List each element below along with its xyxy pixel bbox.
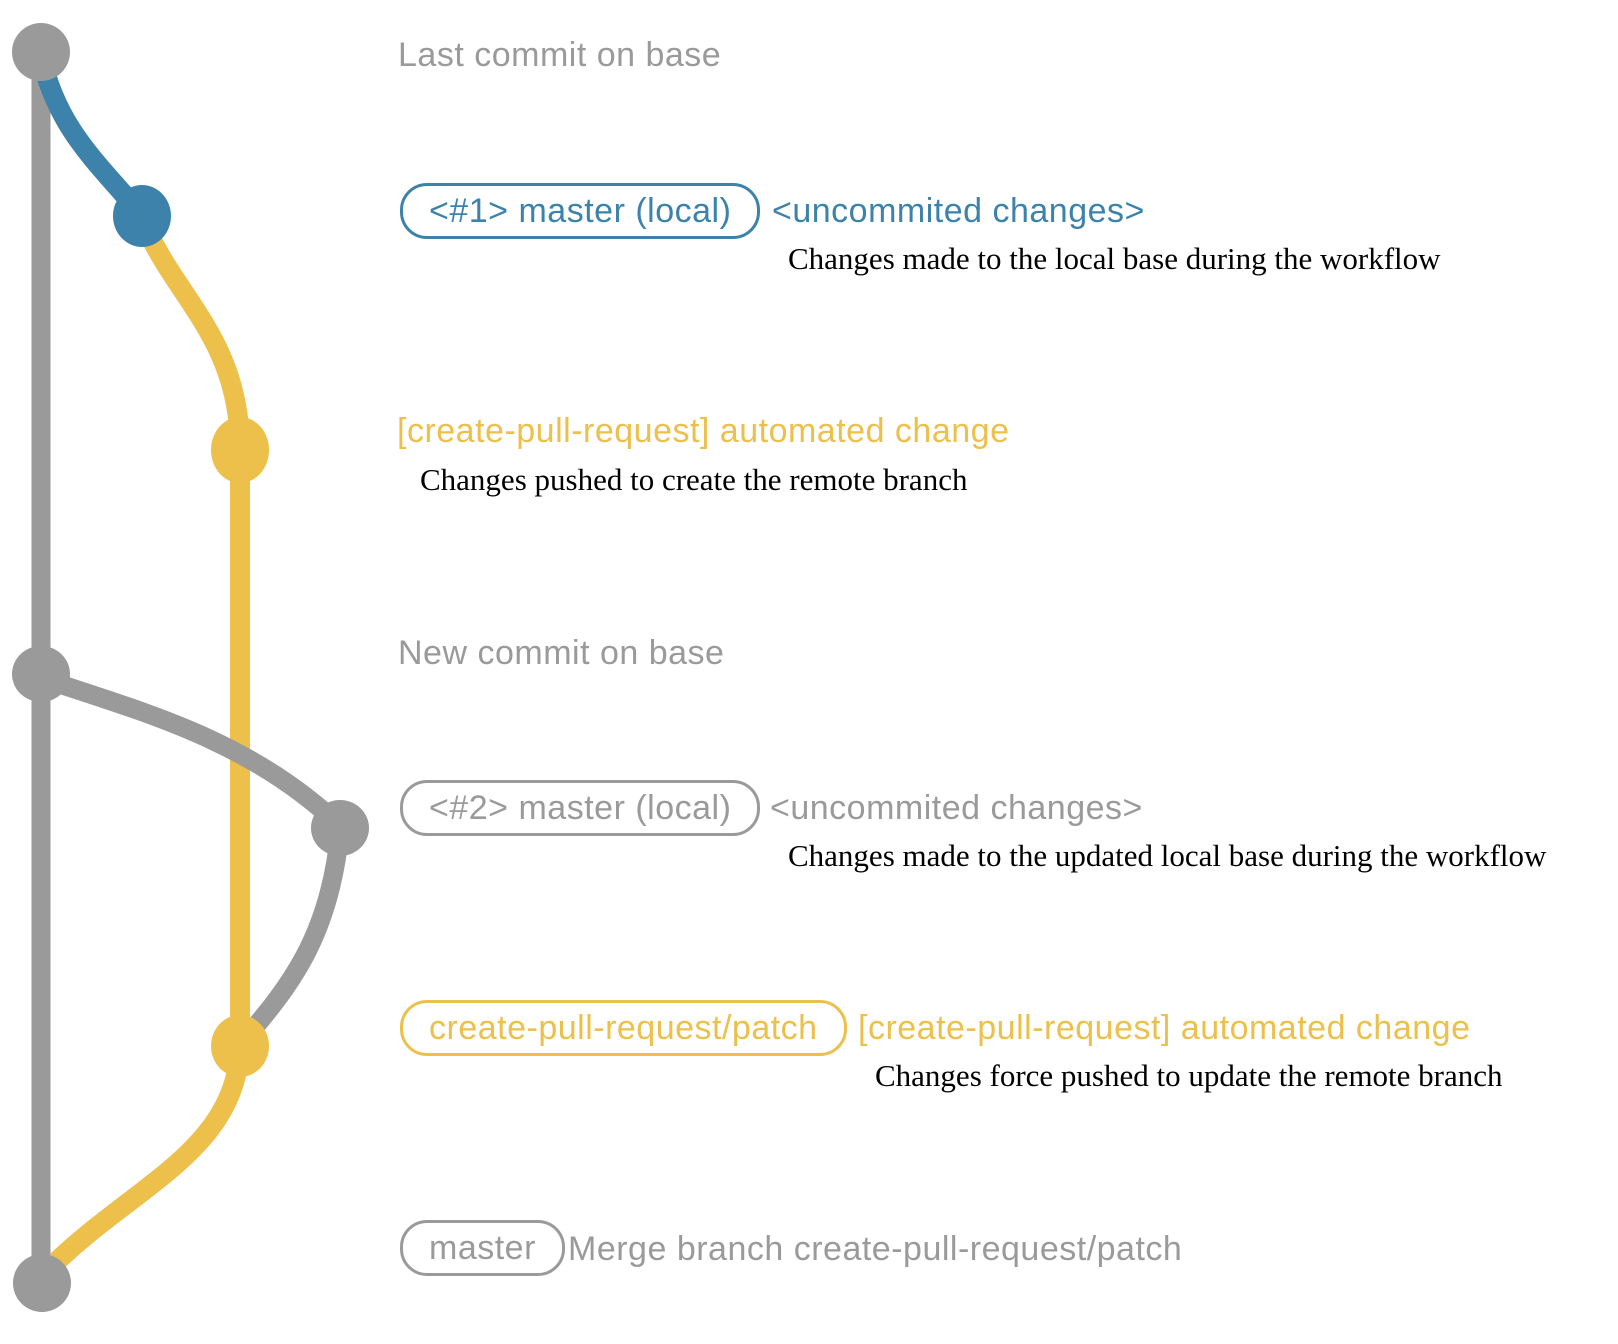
branch-badge-master-local-1: <#1> master (local) (400, 183, 761, 239)
commit-message-uncommited-1: <uncommited changes> (772, 192, 1145, 230)
label-new-commit-on-base: New commit on base (398, 634, 725, 672)
commit-description-1: Changes made to the local base during th… (788, 241, 1441, 276)
commit-description-3: Changes made to the updated local base d… (788, 838, 1547, 873)
commit-description-2: Changes pushed to create the remote bran… (420, 462, 968, 497)
commit-node-automated-2 (211, 1015, 269, 1077)
branch-badge-patch: create-pull-request/patch (400, 1000, 847, 1056)
updated-local-branch-line-in (38, 668, 347, 833)
commit-message-automated-1: [create-pull-request] automated change (397, 412, 1010, 450)
commit-node-last-base (12, 23, 70, 81)
commit-description-4: Changes force pushed to update the remot… (875, 1058, 1503, 1093)
label-last-commit-on-base: Last commit on base (398, 36, 722, 74)
updated-local-branch-line-out (236, 829, 350, 1047)
commit-node-new-base (12, 646, 70, 702)
commit-node-merge (13, 1254, 71, 1312)
branch-badge-master: master (400, 1220, 565, 1276)
commit-message-automated-2: [create-pull-request] automated change (858, 1009, 1471, 1047)
commit-message-merge: Merge branch create-pull-request/patch (568, 1230, 1183, 1268)
branch-badge-master-local-2: <#2> master (local) (400, 780, 761, 836)
commit-node-uncommited-2 (311, 800, 369, 856)
commit-node-uncommited-1 (113, 185, 171, 247)
commit-node-automated-1 (211, 417, 269, 483)
commit-message-uncommited-2: <uncommited changes> (770, 789, 1143, 827)
